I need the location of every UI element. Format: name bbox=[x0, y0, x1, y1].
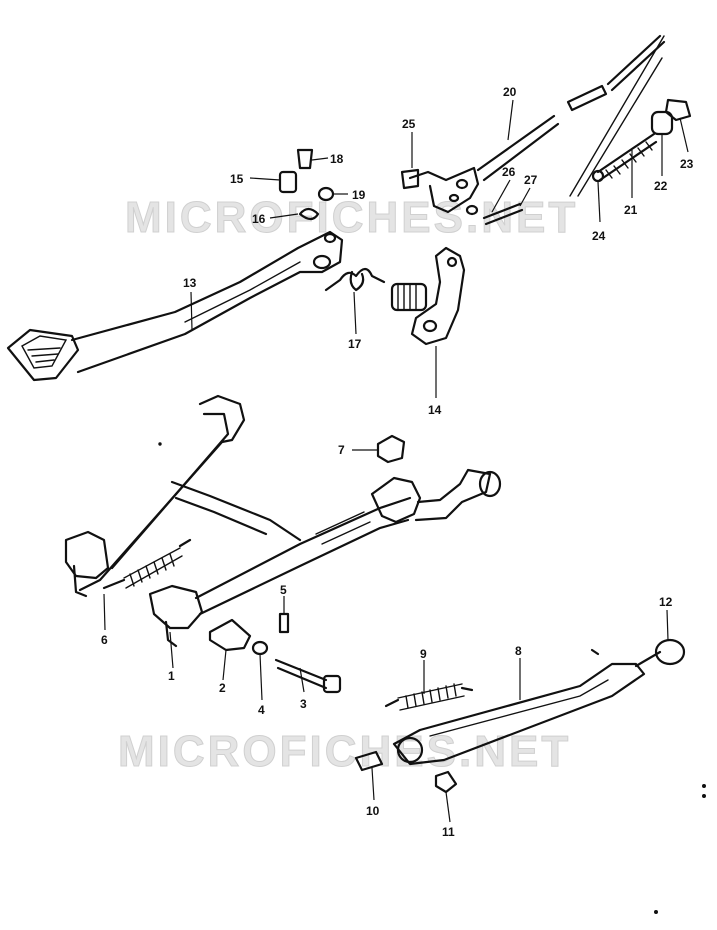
callout-25: 25 bbox=[402, 117, 416, 131]
spring-17 bbox=[324, 267, 386, 292]
watermark-bottom: MICROFICHES.NET bbox=[118, 727, 571, 776]
scan-speck bbox=[702, 784, 706, 788]
callout-18: 18 bbox=[330, 152, 344, 166]
spring-9 bbox=[384, 683, 474, 711]
callout-9: 9 bbox=[420, 647, 427, 661]
callout-10: 10 bbox=[366, 804, 380, 818]
callout-16: 16 bbox=[252, 212, 266, 226]
brake-arm bbox=[390, 246, 466, 346]
callout-2: 2 bbox=[219, 681, 226, 695]
callout-4: 4 bbox=[258, 703, 265, 717]
callout-3: 3 bbox=[300, 697, 307, 711]
brake-pedal bbox=[6, 230, 344, 382]
callout-6: 6 bbox=[101, 633, 108, 647]
callout-26: 26 bbox=[502, 165, 516, 179]
callout-22: 22 bbox=[654, 179, 668, 193]
callout-13: 13 bbox=[183, 276, 197, 290]
callout-23: 23 bbox=[680, 157, 694, 171]
callout-11: 11 bbox=[442, 825, 455, 839]
side-stand bbox=[392, 638, 686, 766]
callout-labels: 1 2 3 4 5 6 7 8 9 10 11 12 13 14 15 16 1… bbox=[101, 85, 694, 839]
callout-24: 24 bbox=[592, 229, 606, 243]
callout-15: 15 bbox=[230, 172, 244, 186]
scan-speck bbox=[654, 910, 658, 914]
callout-17: 17 bbox=[348, 337, 362, 351]
callout-5: 5 bbox=[280, 583, 287, 597]
callout-12: 12 bbox=[659, 595, 673, 609]
upper-fasteners bbox=[278, 148, 524, 226]
main-stand bbox=[64, 394, 502, 648]
callout-7: 7 bbox=[338, 443, 345, 457]
callout-27: 27 bbox=[524, 173, 538, 187]
callout-8: 8 bbox=[515, 644, 522, 658]
callout-21: 21 bbox=[624, 203, 638, 217]
spring-6 bbox=[102, 538, 192, 590]
callout-14: 14 bbox=[428, 403, 442, 417]
brake-rod bbox=[408, 34, 666, 214]
callout-19: 19 bbox=[352, 188, 366, 202]
callout-1: 1 bbox=[168, 669, 175, 683]
adjuster-parts bbox=[591, 98, 692, 183]
stand-fasteners bbox=[208, 434, 406, 694]
leader-lines bbox=[103, 99, 689, 823]
callout-20: 20 bbox=[503, 85, 517, 99]
scan-speck bbox=[702, 794, 706, 798]
side-stand-fasteners bbox=[354, 750, 458, 794]
scan-speck bbox=[158, 442, 162, 446]
